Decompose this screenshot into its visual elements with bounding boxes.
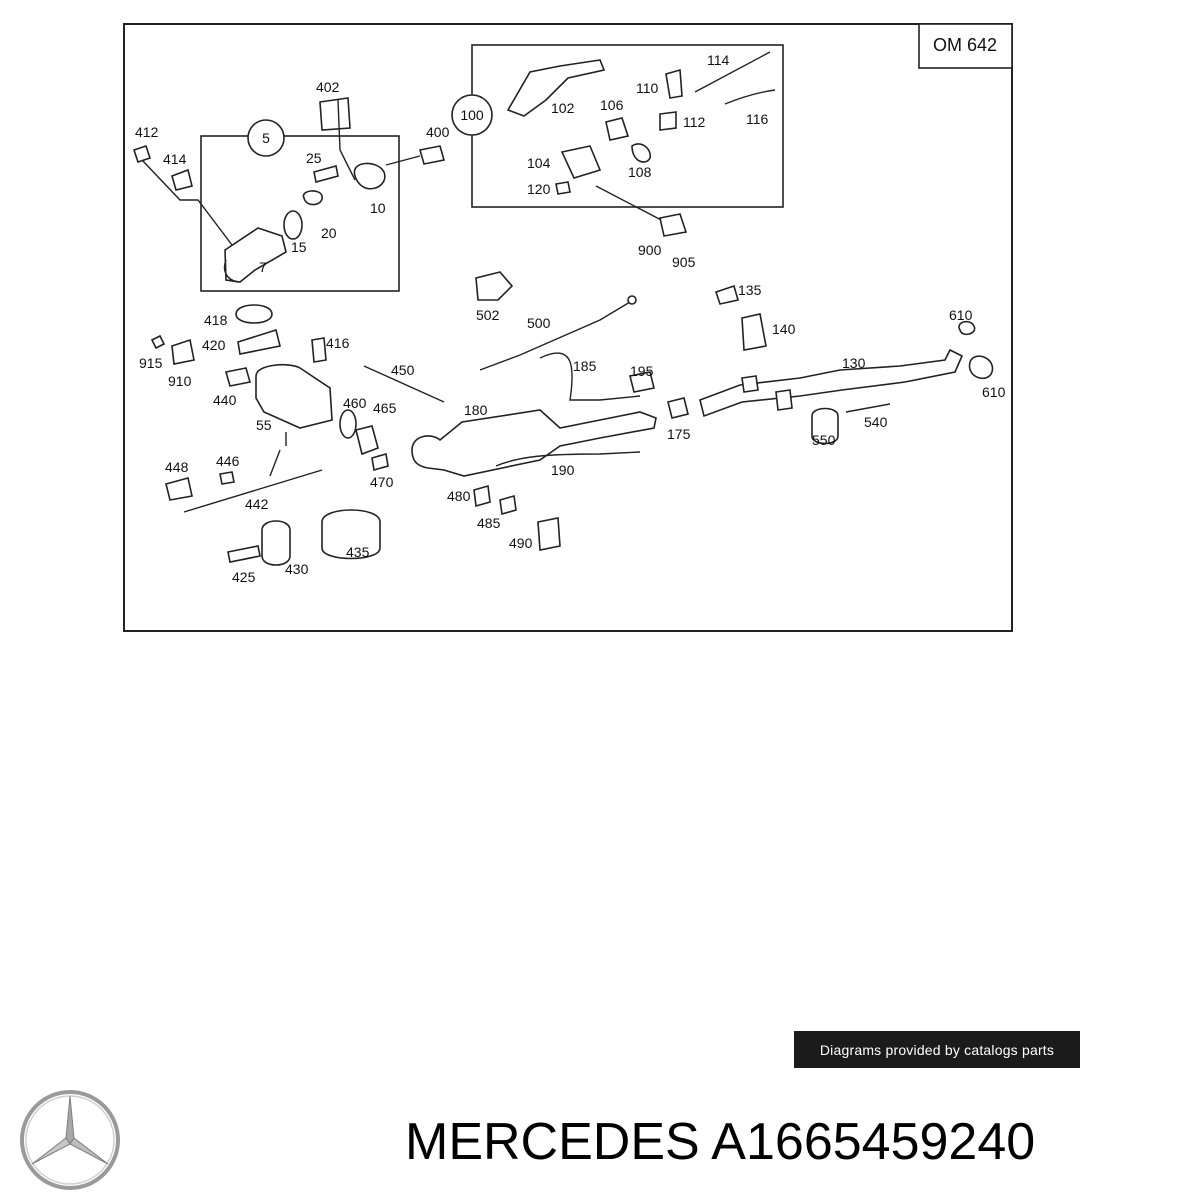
part-label: 610 (949, 307, 973, 323)
part-label: 195 (630, 363, 654, 379)
part-label: 460 (343, 395, 367, 411)
part-label: 402 (316, 79, 340, 95)
engine-code: OM 642 (933, 35, 997, 55)
part-label: 418 (204, 312, 228, 328)
part-label: 104 (527, 155, 551, 171)
part-label: 910 (168, 373, 192, 389)
part-label: 102 (551, 100, 575, 116)
brand-part-number-line: MERCEDES A1665459240 (405, 1112, 1195, 1172)
group-100-label: 100 (460, 107, 484, 123)
group-5-box (200, 135, 400, 292)
part-label: 140 (772, 321, 796, 337)
part-label: 500 (527, 315, 551, 331)
part-label: 450 (391, 362, 415, 378)
part-label: 114 (707, 52, 730, 68)
part-label: 442 (245, 496, 269, 512)
group-5-label: 5 (262, 130, 270, 146)
part-label: 108 (628, 164, 652, 180)
part-label: 448 (165, 459, 189, 475)
part-label: 180 (464, 402, 488, 418)
part-label: 112 (683, 114, 706, 130)
part-label: 465 (373, 400, 397, 416)
part-label: 485 (477, 515, 501, 531)
part-label: 190 (551, 462, 575, 478)
part-label: 610 (982, 384, 1006, 400)
mercedes-star-icon (20, 1090, 120, 1190)
part-label: 540 (864, 414, 888, 430)
part-label: 10 (370, 200, 386, 216)
part-label: 175 (667, 426, 691, 442)
part-label: 900 (638, 242, 662, 258)
part-label: 120 (527, 181, 551, 197)
part-label: 55 (256, 417, 272, 433)
part-label: 25 (306, 150, 322, 166)
part-label: 502 (476, 307, 500, 323)
catalog-credit-text: Diagrams provided by catalogs parts (819, 1041, 1055, 1058)
part-label: 130 (842, 355, 866, 371)
part-number: A1665459240 (711, 1113, 1036, 1171)
catalog-credit-badge: Diagrams provided by catalogs parts (794, 1031, 1080, 1068)
part-label: 412 (135, 124, 159, 140)
part-label: 550 (812, 432, 836, 448)
part-label: 185 (573, 358, 597, 374)
part-label: 400 (426, 124, 450, 140)
part-label: 430 (285, 561, 309, 577)
parts-drawing (132, 51, 994, 566)
part-label: 110 (636, 80, 659, 96)
part-label: 135 (738, 282, 762, 298)
group-100-circle (451, 94, 493, 136)
part-label: 435 (346, 544, 370, 560)
part-label: 416 (326, 335, 350, 351)
part-label: 915 (139, 355, 163, 371)
part-label: 20 (321, 225, 337, 241)
part-label: 116 (746, 111, 769, 127)
group-5-circle (247, 119, 285, 157)
part-label: 15 (291, 239, 307, 255)
part-label: 425 (232, 569, 256, 585)
part-labels: 412 414 402 400 25 10 20 15 7 102 106 11… (135, 52, 1006, 585)
part-label: 414 (163, 151, 187, 167)
brand-name: MERCEDES (405, 1113, 700, 1171)
part-label: 470 (370, 474, 394, 490)
part-label: 490 (509, 535, 533, 551)
part-label: 106 (600, 97, 624, 113)
engine-code-box (918, 23, 1013, 69)
part-label: 905 (672, 254, 696, 270)
part-label: 7 (259, 259, 267, 275)
part-label: 480 (447, 488, 471, 504)
part-label: 446 (216, 453, 240, 469)
part-label: 420 (202, 337, 226, 353)
part-label: 440 (213, 392, 237, 408)
